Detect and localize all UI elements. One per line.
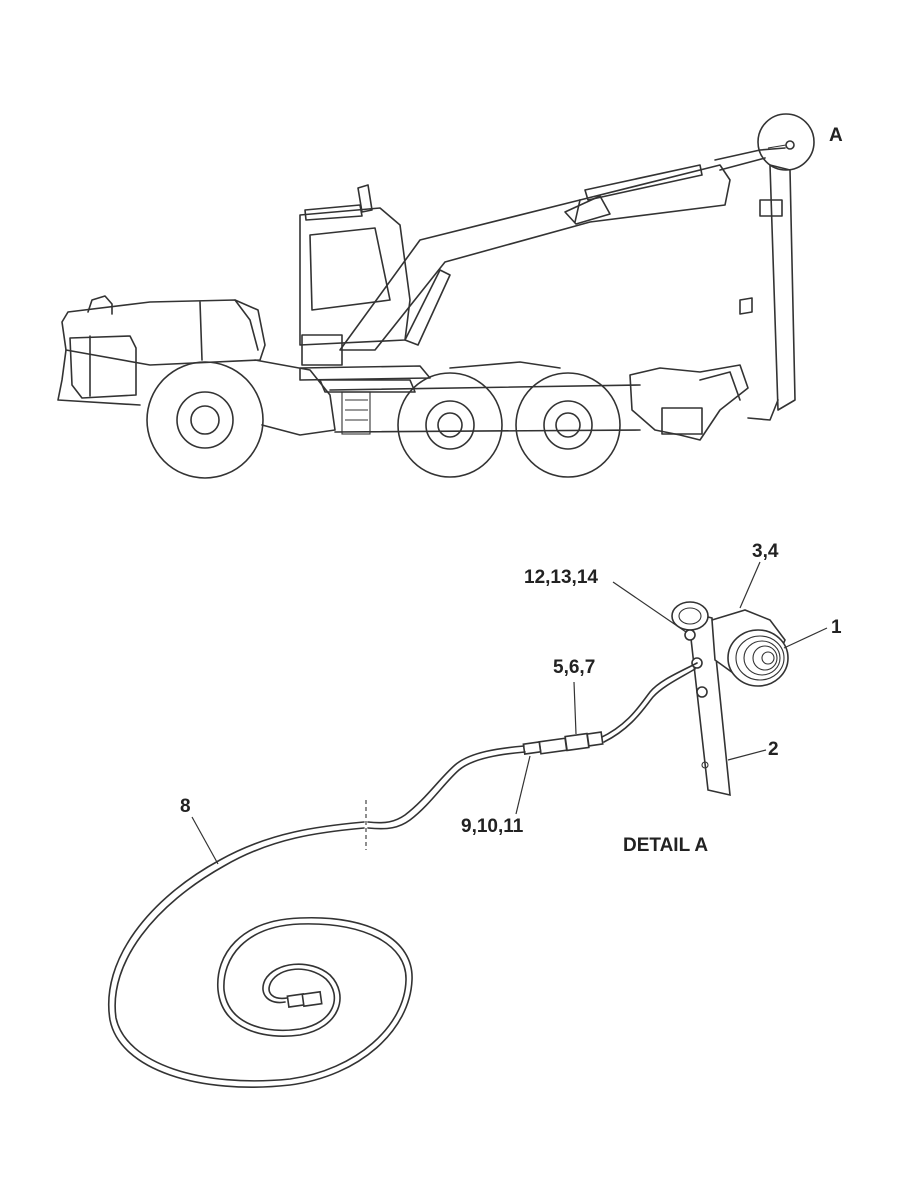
leader-12-13-14 bbox=[612, 581, 687, 633]
detail-a-circle bbox=[757, 113, 815, 171]
detail-a-title: DETAIL A bbox=[623, 835, 709, 856]
leader-9-10-11 bbox=[515, 755, 531, 815]
cab bbox=[299, 184, 411, 366]
leader-1 bbox=[783, 627, 828, 649]
plug bbox=[522, 737, 568, 755]
harvester-head bbox=[629, 364, 779, 441]
fastener-1 bbox=[684, 629, 696, 641]
harvester-machine bbox=[57, 113, 815, 479]
callout-12-13-14: 12,13,14 bbox=[524, 567, 598, 588]
detail-a-assembly bbox=[107, 561, 828, 1088]
leader-8 bbox=[191, 816, 219, 865]
connector bbox=[564, 731, 604, 752]
cable bbox=[107, 745, 526, 1088]
callout-5-6-7: 5,6,7 bbox=[553, 657, 596, 678]
callout-8: 8 bbox=[180, 796, 191, 817]
callout-3-4: 3,4 bbox=[752, 541, 779, 562]
callout-1: 1 bbox=[831, 617, 842, 638]
callout-a-label: A bbox=[829, 125, 843, 146]
front-wheel bbox=[146, 361, 264, 479]
fastener-3 bbox=[696, 686, 708, 698]
rear-wheel-2 bbox=[515, 372, 621, 478]
callout-9-10-11: 9,10,11 bbox=[461, 816, 524, 837]
rear-wheel-1 bbox=[397, 372, 503, 478]
work-lamp bbox=[727, 629, 789, 687]
leader-3-4 bbox=[739, 561, 761, 609]
crane-boom bbox=[339, 147, 796, 411]
leader-2 bbox=[727, 749, 767, 761]
leader-5-6-7 bbox=[573, 681, 577, 735]
callout-2: 2 bbox=[768, 739, 779, 760]
